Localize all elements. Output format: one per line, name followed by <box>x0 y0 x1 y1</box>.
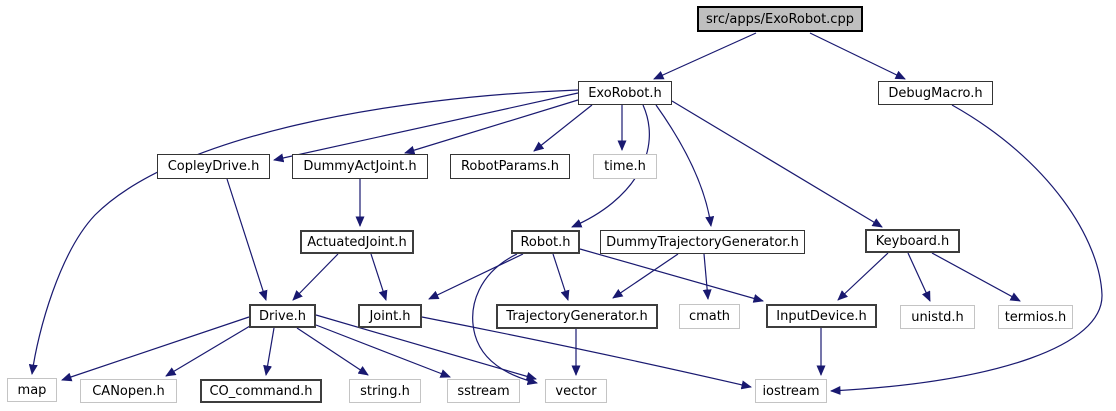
edge-Keyboard_h-to-InputDevice_h <box>837 252 889 301</box>
node-RobotParams_h[interactable]: RobotParams.h <box>450 154 570 179</box>
edge-DebugMacro_h-to-iostream <box>830 104 1103 395</box>
node-iostream[interactable]: iostream <box>755 379 827 403</box>
edge-Robot_h-to-TrajectoryGenerator_h <box>552 253 570 301</box>
edge-Robot_h-to-Joint_h <box>428 253 524 300</box>
node-vector[interactable]: vector <box>545 379 607 403</box>
node-sstream[interactable]: sstream <box>447 379 520 403</box>
node-unistd_h[interactable]: unistd.h <box>900 305 975 329</box>
node-src_apps_ExoRobot_cpp[interactable]: src/apps/ExoRobot.cpp <box>697 6 863 32</box>
edge-Robot_h-to-vector <box>472 253 538 386</box>
node-DebugMacro_h[interactable]: DebugMacro.h <box>878 81 993 105</box>
node-Robot_h[interactable]: Robot.h <box>511 230 580 254</box>
edge-ActuatedJoint_h-to-Drive_h <box>292 253 339 301</box>
edge-ExoRobot_h-to-RobotParams_h <box>533 104 593 152</box>
node-termios_h[interactable]: termios.h <box>998 305 1073 329</box>
edge-CopleyDrive_h-to-Drive_h <box>226 178 268 301</box>
node-cmath[interactable]: cmath <box>679 304 740 329</box>
edge-Drive_h-to-string_h <box>296 327 369 376</box>
edge-ExoRobot_h-to-CopleyDrive_h <box>273 92 579 163</box>
edge-ExoRobot_h-to-DummyActJoint_h <box>404 99 579 155</box>
edge-DummyTrajectoryGenerator_h-to-TrajectoryGenerator_h <box>612 253 679 299</box>
edge-Drive_h-to-vector <box>315 314 537 381</box>
edge-Drive_h-to-CANopen_h <box>165 325 251 377</box>
node-InputDevice_h[interactable]: InputDevice.h <box>766 304 877 328</box>
edge-Drive_h-to-CO_command_h <box>263 327 275 376</box>
node-string_h[interactable]: string.h <box>349 379 421 403</box>
node-DummyActJoint_h[interactable]: DummyActJoint.h <box>292 154 428 179</box>
edge-Drive_h-to-map <box>61 316 250 382</box>
node-ExoRobot_h[interactable]: ExoRobot.h <box>578 81 672 105</box>
node-Joint_h[interactable]: Joint.h <box>358 304 422 328</box>
edge-Keyboard_h-to-unistd_h <box>907 252 931 302</box>
node-CO_command_h[interactable]: CO_command.h <box>200 379 322 403</box>
node-CopleyDrive_h[interactable]: CopleyDrive.h <box>157 154 270 179</box>
node-CANopen_h[interactable]: CANopen.h <box>80 379 177 403</box>
edge-Drive_h-to-sstream <box>315 324 451 378</box>
edge-ExoRobot_h-to-map <box>28 89 579 375</box>
node-Keyboard_h[interactable]: Keyboard.h <box>865 229 960 253</box>
edge-ExoRobot_h-to-Keyboard_h <box>671 100 883 228</box>
node-Drive_h[interactable]: Drive.h <box>249 304 316 328</box>
edge-src_apps_ExoRobot_cpp-to-ExoRobot_h <box>653 32 757 80</box>
node-TrajectoryGenerator_h[interactable]: TrajectoryGenerator.h <box>496 304 658 329</box>
edge-src_apps_ExoRobot_cpp-to-DebugMacro_h <box>809 32 906 80</box>
edge-Joint_h-to-iostream <box>421 316 752 390</box>
node-time_h[interactable]: time.h <box>593 154 657 179</box>
edge-ActuatedJoint_h-to-Joint_h <box>370 253 388 301</box>
node-ActuatedJoint_h[interactable]: ActuatedJoint.h <box>300 230 414 254</box>
edge-ExoRobot_h-to-DummyTrajectoryGenerator_h <box>655 104 715 227</box>
edge-DummyTrajectoryGenerator_h-to-cmath <box>702 253 712 300</box>
node-DummyTrajectoryGenerator_h[interactable]: DummyTrajectoryGenerator.h <box>600 230 805 254</box>
node-map[interactable]: map <box>7 378 57 402</box>
edge-Robot_h-to-InputDevice_h <box>579 248 764 303</box>
edge-Keyboard_h-to-termios_h <box>931 252 1021 302</box>
